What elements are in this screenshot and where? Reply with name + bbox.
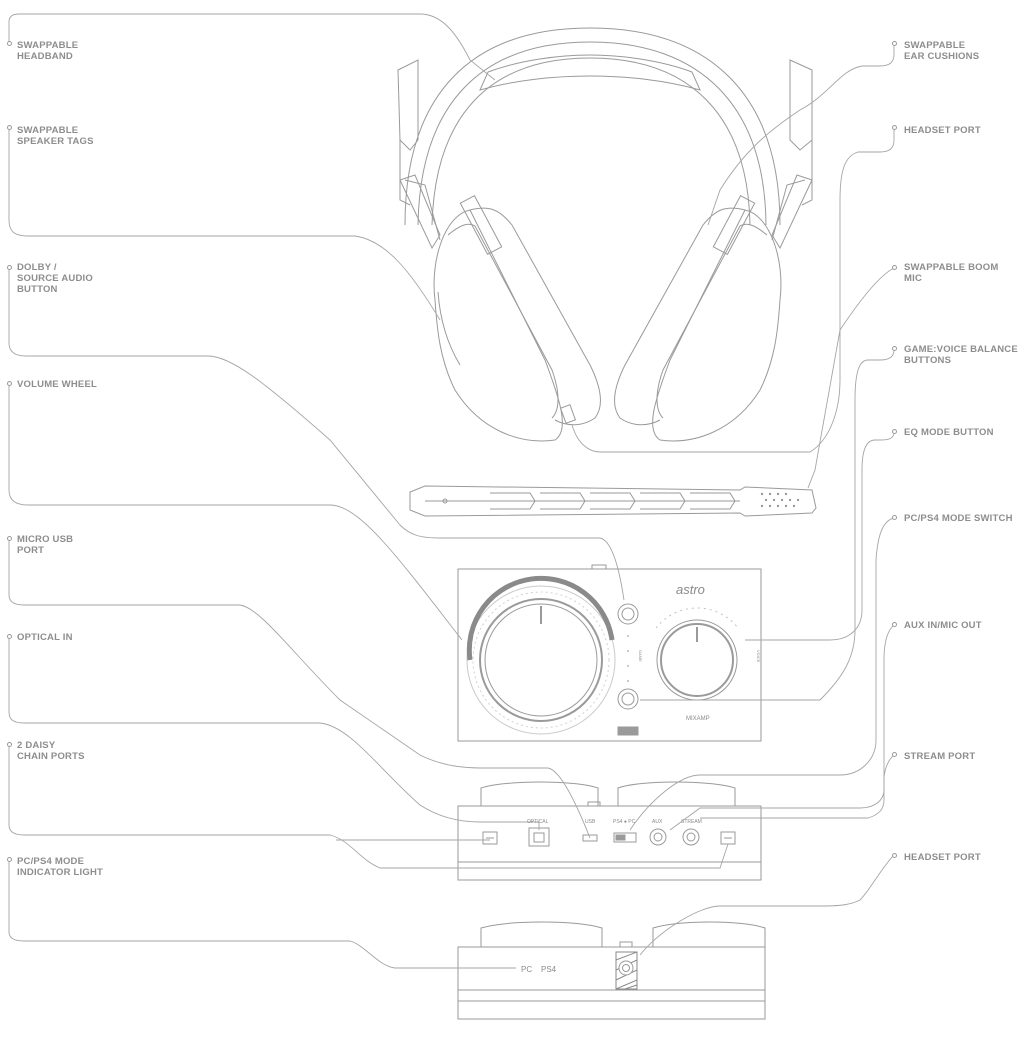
label-aux-in-mic-out: AUX IN/MIC OUT	[904, 620, 982, 631]
leader-lines	[8, 13, 895, 969]
callout-dot	[892, 41, 897, 46]
speaker-tag-left	[459, 194, 503, 256]
label-headset-port-bottom: HEADSET PORT	[904, 852, 981, 863]
right-earcup	[652, 209, 782, 442]
callout-dot	[892, 622, 897, 627]
label-swappable-headband: SWAPPABLE HEADBAND	[17, 40, 79, 62]
mixamp-front	[457, 921, 766, 1020]
label-volume-wheel: VOLUME WHEEL	[17, 379, 97, 390]
voice-label: VOICE	[756, 650, 761, 663]
label-optical-in: OPTICAL IN	[17, 632, 73, 643]
stream-label: STREAM	[681, 819, 702, 825]
optical-port	[528, 827, 550, 847]
mixamp-back	[457, 781, 762, 881]
callout-dot	[7, 536, 12, 541]
callout-dot	[892, 853, 897, 858]
label-swappable-speaker-tags: SWAPPABLE SPEAKER TAGS	[17, 125, 94, 147]
label-stream-port: STREAM PORT	[904, 751, 976, 762]
daisy-port-left	[482, 831, 498, 845]
label-headset-port-top: HEADSET PORT	[904, 125, 981, 136]
mixamp-label: MIXAMP	[686, 716, 710, 722]
callout-dot	[7, 265, 12, 270]
callout-dot	[7, 857, 12, 862]
label-pc-ps4-mode-switch: PC/PS4 MODE SWITCH	[904, 513, 1013, 524]
callout-dot	[7, 634, 12, 639]
callout-dot	[892, 346, 897, 351]
balance-button	[617, 688, 639, 710]
dolby-button	[617, 603, 639, 625]
label-eq-mode-button: EQ MODE BUTTON	[904, 427, 994, 438]
mic-grille	[760, 492, 800, 508]
pc-badge	[617, 726, 639, 736]
callout-dot	[892, 265, 897, 270]
label-micro-usb-port: MICRO USB PORT	[17, 534, 74, 556]
headset-mic-port	[559, 404, 577, 424]
brand-logo: astro	[676, 582, 705, 597]
pc-label: PC	[521, 965, 532, 974]
callout-dot	[7, 125, 12, 130]
label-dolby-source-audio-button: DOLBY / SOURCE AUDIO BUTTON	[17, 262, 93, 295]
mode-switch	[613, 832, 637, 843]
stream-port	[682, 828, 700, 846]
callout-dot	[892, 429, 897, 434]
label-swappable-ear-cushions: SWAPPABLE EAR CUSHIONS	[904, 40, 980, 62]
label-game-voice-balance-buttons: GAME:VOICE BALANCE BUTTONS	[904, 344, 1018, 366]
mixamp-top	[457, 564, 762, 742]
label-swappable-boom-mic: SWAPPABLE BOOM MIC	[904, 262, 999, 284]
label-pc-ps4-mode-indicator: PC/PS4 MODE INDICATOR LIGHT	[17, 856, 104, 878]
label-daisy-chain-ports: 2 DAISY CHAIN PORTS	[17, 740, 85, 762]
speaker-tag-right	[712, 194, 756, 256]
callout-dot	[7, 742, 12, 747]
callout-dot	[892, 125, 897, 130]
headset	[397, 27, 813, 442]
optical-label: OPTICAL	[527, 819, 549, 825]
callout-dot	[892, 752, 897, 757]
usb-label: USB	[585, 819, 596, 825]
aux-port	[649, 828, 667, 846]
left-earcup	[433, 209, 563, 442]
aux-label: AUX	[652, 819, 663, 825]
device-text: astro MIXAMP OPTICAL USB PS4 ● PC AUX ST…	[521, 582, 761, 974]
micro-usb-port	[582, 834, 598, 842]
switch-label: PS4 ● PC	[613, 819, 636, 825]
headband-pad	[479, 54, 701, 91]
front-headset-jack	[618, 960, 634, 976]
callout-dot	[892, 515, 897, 520]
callout-dot	[7, 41, 12, 46]
game-label: GAME	[638, 650, 643, 662]
boom-mic	[409, 485, 817, 517]
callout-dot	[7, 381, 12, 386]
ps4-label: PS4	[541, 965, 557, 974]
volume-wheel-dial	[466, 585, 616, 735]
